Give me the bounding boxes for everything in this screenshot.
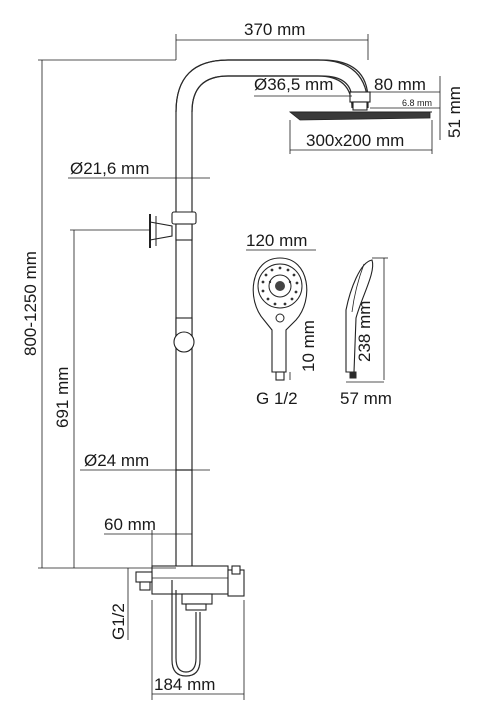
rod-connector (173, 317, 195, 353)
label-total-height: 800-1250 mm (21, 251, 40, 356)
label-handshower-width: 120 mm (246, 231, 307, 250)
head-connector (349, 91, 371, 111)
label-height-691: 691 mm (53, 367, 72, 428)
slider-holder (149, 211, 197, 248)
label-inlet-thread: G1/2 (109, 603, 128, 640)
label-handshower-depth: 57 mm (340, 389, 392, 408)
label-handshower-length: 238 mm (355, 301, 374, 362)
label-top-width: 370 mm (244, 20, 305, 39)
label-pipe-diameter-top: Ø36,5 mm (254, 75, 333, 94)
label-rod-diameter: Ø21,6 mm (70, 159, 149, 178)
label-handshower-thread: G 1/2 (256, 389, 298, 408)
dimension-lines (38, 34, 441, 700)
label-head-size: 300x200 mm (306, 131, 404, 150)
label-head-thickness: 6.8 mm (402, 98, 432, 108)
label-wall-offset: 60 mm (104, 515, 156, 534)
label-mixer-width: 184 mm (154, 675, 215, 694)
shower-hose (171, 580, 201, 677)
rain-shower-head (288, 111, 432, 121)
label-handshower-thread-len: 10 mm (299, 320, 318, 372)
thermostatic-mixer (135, 565, 245, 611)
handshower-side (345, 259, 374, 379)
label-arm-length: 80 mm (374, 75, 426, 94)
handshower-front (252, 257, 308, 381)
label-lower-diameter: Ø24 mm (84, 451, 149, 470)
label-head-height: 51 mm (445, 86, 464, 138)
